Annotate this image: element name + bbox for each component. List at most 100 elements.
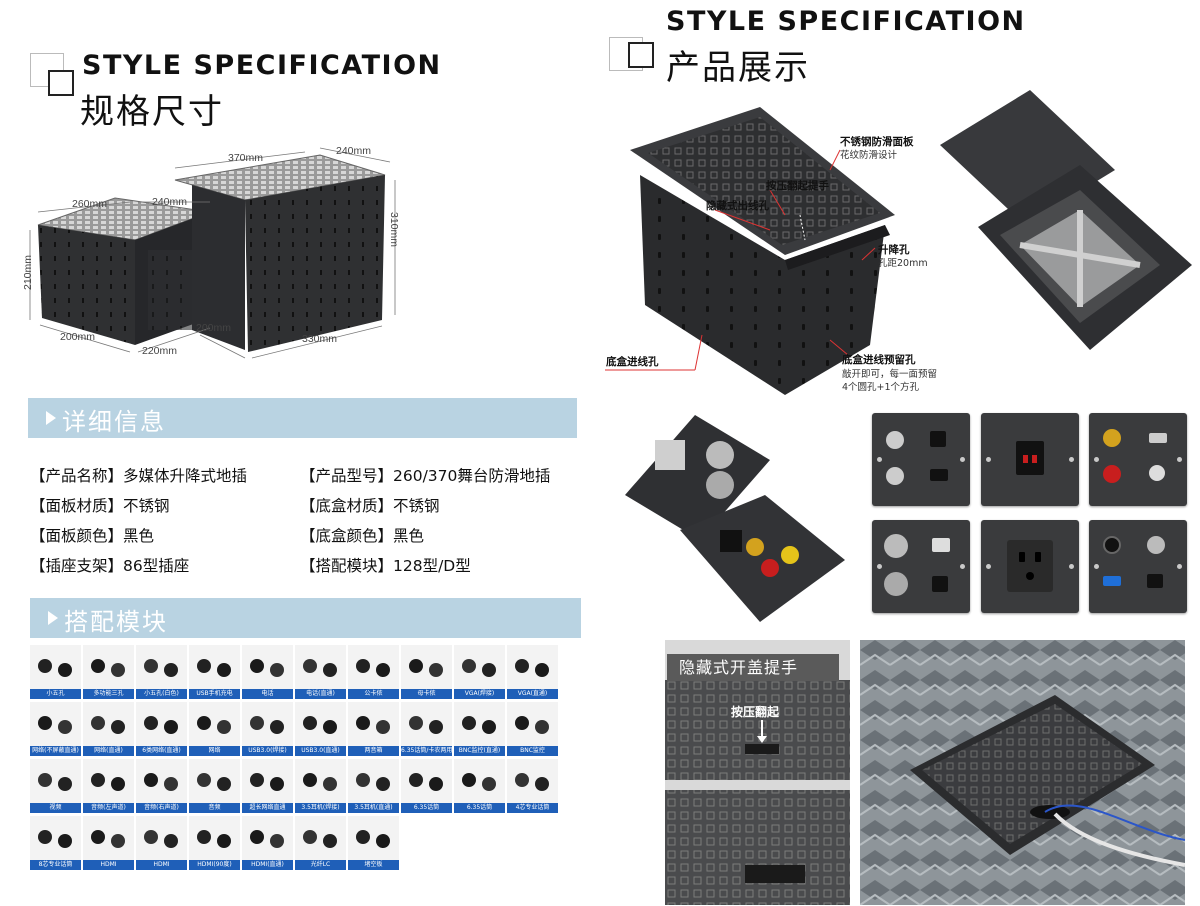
module-plate	[981, 520, 1079, 613]
module-caption: 4芯专业话筒	[507, 803, 558, 813]
module-caption: 音频	[189, 803, 240, 813]
module-image	[242, 759, 293, 803]
module-port	[270, 663, 284, 677]
module-port	[144, 830, 158, 844]
module-image	[242, 702, 293, 746]
module-caption: HDMI(直通)	[242, 860, 293, 870]
module-image	[454, 702, 505, 746]
module-item: 6.35话筒/卡农两用	[401, 702, 452, 757]
module-item: 4芯专业话筒	[507, 759, 558, 814]
module-image	[83, 702, 134, 746]
module-caption: USB3.0(焊接)	[242, 746, 293, 756]
module-caption: 3.5耳机(直通)	[348, 803, 399, 813]
module-port	[217, 777, 231, 791]
press-pop-label: 按压翻起	[731, 705, 780, 719]
module-port	[250, 659, 264, 673]
dim-small-bottom-depth: 200mm	[60, 331, 96, 343]
module-caption: 两音箱	[348, 746, 399, 756]
module-item: 电话(直通)	[295, 645, 346, 700]
socket-plates-photo	[625, 415, 845, 622]
module-caption: BNC监控(直通)	[454, 746, 505, 756]
heading-square-dark	[48, 70, 74, 96]
module-item: 小五孔	[30, 645, 81, 700]
module-port	[111, 834, 125, 848]
dim-large-top-width: 370mm	[228, 152, 264, 164]
spec-item: 【搭配模块】128型/D型	[300, 557, 471, 575]
module-caption: VGA(焊接)	[454, 689, 505, 699]
module-item: 3.5耳机(焊接)	[295, 759, 346, 814]
dim-small-height: 210mm	[22, 254, 34, 290]
module-port	[482, 720, 496, 734]
module-image	[348, 702, 399, 746]
module-item: 音频	[189, 759, 240, 814]
module-image	[30, 759, 81, 803]
callout-lift-hole-sub: 孔距20mm	[878, 258, 928, 269]
module-image	[136, 759, 187, 803]
module-port	[164, 720, 178, 734]
module-port	[323, 834, 337, 848]
module-caption: HDMI	[136, 860, 187, 870]
module-port	[91, 716, 105, 730]
module-port	[58, 777, 72, 791]
hidden-handle-photo	[665, 640, 850, 905]
module-item: 6.35话筒	[401, 759, 452, 814]
module-port	[270, 720, 284, 734]
module-port	[303, 773, 317, 787]
module-port	[197, 830, 211, 844]
module-item: HDMI(90度)	[189, 816, 240, 871]
module-port	[535, 777, 549, 791]
module-item: 音频(左声道)	[83, 759, 134, 814]
callout-box-reserved-sub1: 敲开即可，每一面预留	[842, 369, 938, 380]
module-item: 公卡侬	[348, 645, 399, 700]
module-port	[250, 830, 264, 844]
module-port	[303, 830, 317, 844]
module-caption: 电话	[242, 689, 293, 699]
module-caption: 网络	[189, 746, 240, 756]
module-item: BNC监控	[507, 702, 558, 757]
heading-square-dark	[628, 42, 654, 68]
module-image	[401, 759, 452, 803]
triangle-right-icon	[46, 411, 56, 425]
right-heading-en: STYLE SPECIFICATION	[666, 6, 1026, 37]
module-image	[507, 759, 558, 803]
product-photo-main	[630, 107, 895, 395]
module-port	[356, 659, 370, 673]
module-port	[164, 663, 178, 677]
callout-panel: 不锈钢防滑面板	[840, 136, 914, 148]
module-item: 电话	[242, 645, 293, 700]
module-caption: BNC监控	[507, 746, 558, 756]
module-port	[217, 663, 231, 677]
module-port	[111, 663, 125, 677]
module-caption: 母卡侬	[401, 689, 452, 699]
module-port	[38, 659, 52, 673]
module-port	[111, 777, 125, 791]
module-item: 小五孔(白色)	[136, 645, 187, 700]
installed-photo	[860, 640, 1185, 905]
module-item: 视频	[30, 759, 81, 814]
module-image	[189, 759, 240, 803]
module-caption: 8芯专业话筒	[30, 860, 81, 870]
module-image	[401, 645, 452, 689]
callout-lift-hole: 升降孔	[878, 244, 910, 256]
module-image	[401, 702, 452, 746]
dim-small-top-depth: 240mm	[152, 196, 188, 208]
module-port	[38, 716, 52, 730]
module-port	[482, 777, 496, 791]
module-caption: 堵空板	[348, 860, 399, 870]
module-port	[38, 830, 52, 844]
module-image	[83, 759, 134, 803]
module-port	[197, 716, 211, 730]
module-port	[164, 834, 178, 848]
module-caption: 超长网络直通	[242, 803, 293, 813]
module-item: HDMI	[83, 816, 134, 871]
module-image	[507, 702, 558, 746]
module-item: 多功能三孔	[83, 645, 134, 700]
module-image	[242, 645, 293, 689]
module-image	[30, 816, 81, 860]
detail-section-title: 详细信息	[62, 408, 166, 436]
module-port	[323, 663, 337, 677]
module-caption: 视频	[30, 803, 81, 813]
triangle-right-icon	[48, 611, 58, 625]
module-caption: 网络(不屏蔽直通)	[30, 746, 81, 756]
callout-press: 按压翻起提手	[766, 180, 829, 192]
